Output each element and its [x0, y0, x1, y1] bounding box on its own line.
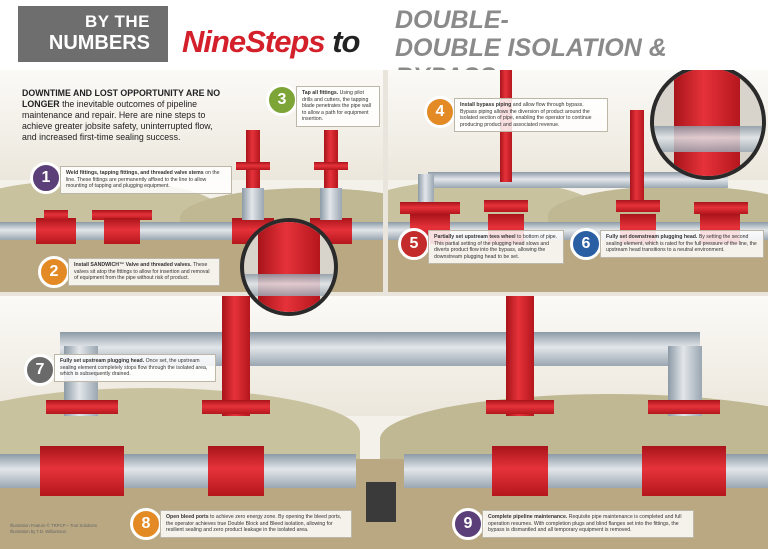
step-text: Requisite pipe maintenance is completed …: [488, 514, 682, 533]
step-description: Complete pipeline maintenance. Requisite…: [482, 510, 694, 538]
valve: [616, 200, 660, 212]
step-3: 3 Tap all fittings. Using pilot drills a…: [266, 84, 380, 127]
valve: [486, 400, 554, 414]
step-lead: Install bypass piping: [460, 102, 512, 108]
fitting-flange: [46, 400, 118, 414]
step-4: 4 Install bypass piping and allow flow t…: [424, 96, 608, 132]
step-text: Using pilot drills and cutters, the tapp…: [302, 90, 371, 122]
plugging-machine-downstream: [506, 296, 534, 416]
step-text: These valves sit atop the fittings to al…: [74, 262, 210, 281]
tapping-detail-zoom: [240, 218, 338, 316]
removed-pipe-section: [366, 482, 396, 522]
fitting-flange: [694, 202, 748, 214]
step-lead: Tap all fittings.: [302, 90, 339, 96]
step-lead: Complete pipeline maintenance.: [488, 514, 568, 520]
step-text: to bottom of pipe. This partial setting …: [434, 234, 558, 260]
tapping-flange: [314, 162, 348, 170]
step-lead: Fully set upstream plugging head.: [60, 358, 145, 364]
fitting: [40, 446, 124, 496]
fitting: [642, 446, 726, 496]
step-description: Partially set upstream tees wheel to bot…: [428, 230, 564, 264]
title-line-1: DOUBLE-: [395, 6, 509, 34]
step-number: 7: [24, 354, 56, 386]
step-description: Fully set upstream plugging head. Once s…: [54, 354, 216, 382]
step-lead: Fully set downstream plugging head.: [606, 234, 698, 240]
valve-flange: [92, 210, 152, 220]
nine-steps-title: NineSteps to: [182, 24, 360, 60]
step-number: 2: [38, 256, 70, 288]
plugging-head-zoom: [650, 70, 766, 180]
valve: [484, 200, 528, 212]
intro-paragraph: DOWNTIME AND LOST OPPORTUNITY ARE NO LON…: [22, 88, 222, 143]
step-5: 5 Partially set upstream tees wheel to b…: [398, 228, 564, 264]
step-description: Open bleed ports to achieve zero energy …: [160, 510, 352, 538]
by-the-numbers-badge: BY THE NUMBERS: [18, 6, 168, 62]
fitting: [492, 446, 548, 496]
step-description: Install bypass piping and allow flow thr…: [454, 98, 608, 132]
fitting-flange: [648, 400, 720, 414]
adapter: [242, 188, 264, 220]
fitting: [36, 218, 76, 244]
step-description: Fully set downstream plugging head. By s…: [600, 230, 764, 258]
step-lead: Weld fittings, tapping fittings, and thr…: [66, 170, 204, 176]
step-number: 1: [30, 162, 62, 194]
step-number: 5: [398, 228, 430, 260]
step-6: 6 Fully set downstream plugging head. By…: [570, 228, 764, 260]
credits: Illustration Feature © TRPCP – Tool Solu…: [10, 523, 97, 535]
step-number: 6: [570, 228, 602, 260]
step-lead: Install SANDWICH™ Valve and threaded val…: [74, 262, 192, 268]
step-number: 9: [452, 508, 484, 540]
fitting: [104, 218, 140, 244]
nine-word: Nine: [182, 24, 246, 59]
step-description: Tap all fittings. Using pilot drills and…: [296, 86, 380, 127]
step-text: By setting the second sealing element, w…: [606, 234, 757, 253]
fitting: [208, 446, 264, 496]
step-text: on the line. These fittings are permanen…: [66, 170, 220, 189]
step-9: 9 Complete pipeline maintenance. Requisi…: [452, 508, 694, 540]
step-description: Install SANDWICH™ Valve and threaded val…: [68, 258, 220, 286]
panel-steps-7-9: [0, 296, 768, 549]
step-2: 2 Install SANDWICH™ Valve and threaded v…: [38, 256, 220, 288]
intro-lead: DOWNTIME AND LOST OPPORTUNITY ARE NO LON…: [22, 88, 221, 109]
step-text: to achieve zero energy zone. By opening …: [166, 514, 342, 533]
by-the-label: BY THE: [84, 12, 150, 31]
plugging-machine-upstream: [222, 296, 250, 416]
steps-word: Steps: [245, 24, 325, 59]
fitting-cap: [44, 210, 68, 220]
step-number: 8: [130, 508, 162, 540]
valve: [202, 400, 270, 414]
step-text: Once set, the upstream sealing element c…: [60, 358, 208, 377]
numbers-label: NUMBERS: [48, 32, 150, 54]
fitting-flange: [400, 202, 460, 214]
plugging-machine: [630, 110, 644, 200]
adapter: [320, 188, 342, 220]
tapping-flange: [236, 162, 270, 170]
step-text: and allow flow through bypass. Bypass pi…: [460, 102, 592, 128]
credit-line-2: Illustration by T.D. Williamson: [10, 529, 67, 534]
step-8: 8 Open bleed ports to achieve zero energ…: [130, 508, 352, 540]
step-7: 7 Fully set upstream plugging head. Once…: [24, 354, 216, 386]
intro-body: the inevitable outcomes of pipeline main…: [22, 99, 213, 142]
to-word: to: [324, 24, 360, 59]
step-lead: Open bleed ports: [166, 514, 209, 520]
step-number: 3: [266, 84, 298, 116]
step-number: 4: [424, 96, 456, 128]
step-lead: Partially set upstream tees wheel: [434, 234, 516, 240]
step-description: Weld fittings, tapping fittings, and thr…: [60, 166, 232, 194]
step-1: 1 Weld fittings, tapping fittings, and t…: [30, 162, 232, 194]
credit-line-1: Illustration Feature © TRPCP – Tool Solu…: [10, 523, 97, 528]
